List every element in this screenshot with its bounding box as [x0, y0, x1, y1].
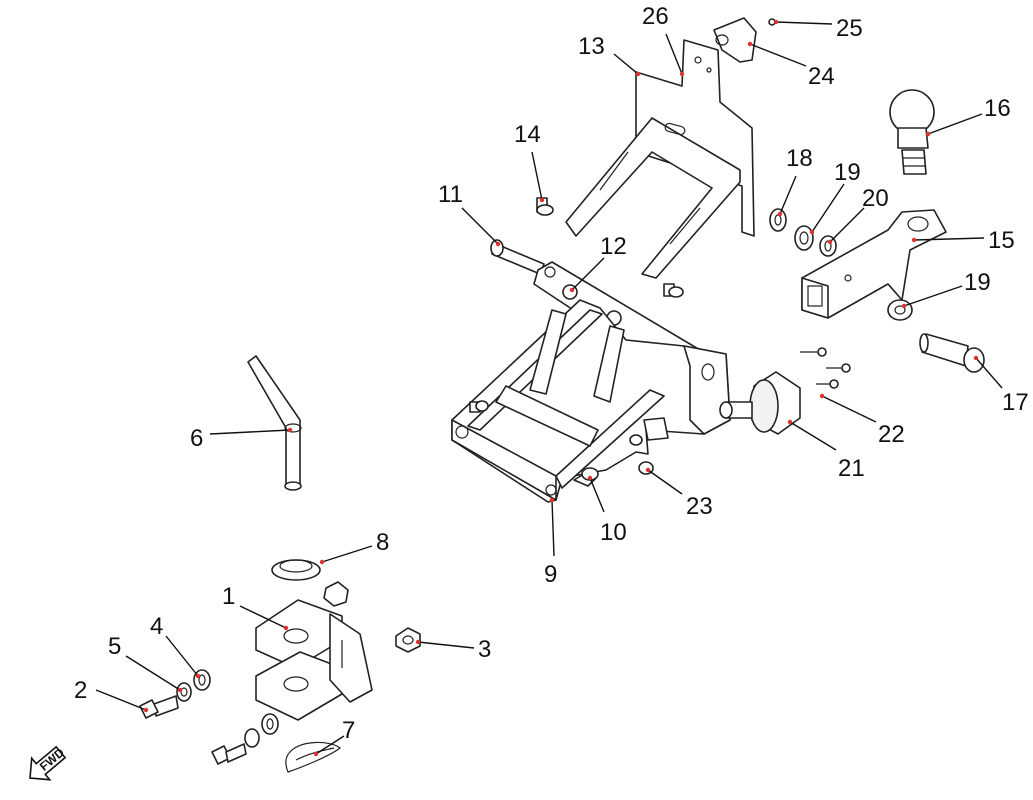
part-7-clip-pin [285, 741, 341, 773]
callout-6: 6 [190, 425, 203, 452]
callout-15: 15 [988, 227, 1015, 254]
callout-2: 2 [74, 677, 87, 704]
callout-19b: 19 [964, 269, 991, 296]
callout-1: 1 [222, 583, 235, 610]
fwd-arrow-icon [29, 745, 67, 781]
part-nut-top [323, 581, 349, 607]
callout-7: 7 [342, 717, 355, 744]
callout-19a: 19 [834, 159, 861, 186]
bolt-near-bracket [663, 283, 684, 298]
callout-group: 1 2 3 4 5 6 7 8 9 10 11 12 13 14 15 16 1 [74, 3, 1029, 757]
callout-10: 10 [600, 519, 627, 546]
part-lower-bolt [211, 713, 279, 765]
part-14-u-bracket [565, 117, 741, 279]
part-19-washer-upper [794, 225, 814, 251]
part-17-pin [919, 333, 985, 373]
bolt-14 [536, 197, 554, 216]
callout-21: 21 [838, 455, 865, 482]
part-19-washer-lower [887, 299, 913, 321]
callout-13: 13 [578, 33, 605, 60]
frame-nuts [629, 434, 643, 446]
part-6-drawbar-pin [247, 355, 302, 491]
callout-20: 20 [862, 185, 889, 212]
part-22-bolts [800, 347, 851, 389]
frame-bolt [469, 400, 489, 413]
callout-14: 14 [514, 121, 541, 148]
part-15-receiver [801, 209, 947, 319]
part-18-washer [769, 208, 787, 232]
part-3-nut [395, 627, 421, 653]
callout-5: 5 [108, 633, 121, 660]
callout-12: 12 [600, 233, 627, 260]
callout-17: 17 [1002, 389, 1029, 416]
fwd-arrow-badge: FWD [29, 745, 67, 781]
part-8-collar [271, 559, 321, 581]
callout-26: 26 [642, 3, 669, 30]
callout-16: 16 [984, 95, 1011, 122]
callout-4: 4 [150, 613, 163, 640]
part-20-lock-washer [819, 235, 837, 257]
part-2-bolt [139, 695, 179, 719]
callout-23: 23 [686, 493, 713, 520]
part-9-main-frame [451, 299, 731, 503]
callout-11: 11 [438, 181, 463, 208]
callout-22: 22 [878, 421, 905, 448]
part-5-washer [176, 682, 192, 702]
part-16-hitch-ball [889, 89, 935, 175]
part-24-light-housing [713, 17, 757, 63]
callout-25: 25 [836, 15, 863, 42]
part-1-hitch-bracket [255, 599, 373, 721]
callout-18: 18 [786, 145, 813, 172]
callout-24: 24 [808, 63, 835, 90]
callout-3: 3 [478, 636, 491, 663]
callout-8: 8 [376, 529, 389, 556]
part-21-rubber-bumper [719, 371, 801, 435]
callout-9: 9 [544, 561, 557, 588]
